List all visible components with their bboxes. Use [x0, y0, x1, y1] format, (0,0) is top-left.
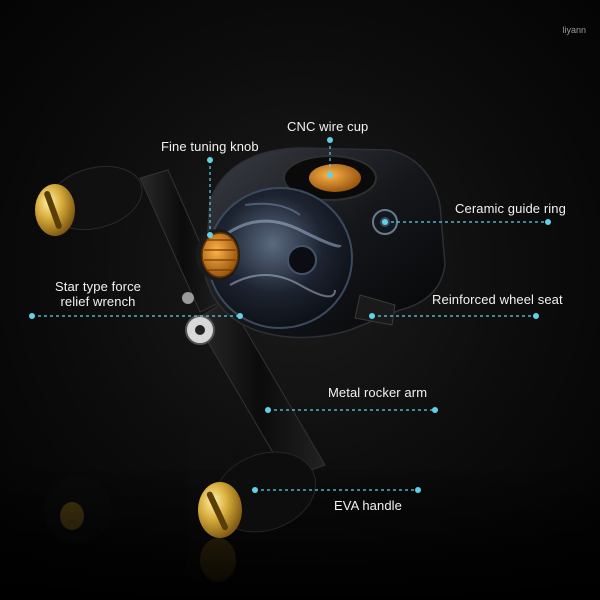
label-star-drag-line1: Star type force [54, 279, 142, 294]
label-eva-handle: EVA handle [334, 498, 402, 513]
upper-handle-knob [35, 165, 143, 236]
label-reinforced-wheel-seat: Reinforced wheel seat [432, 292, 563, 307]
label-star-drag-line2: relief wrench [60, 294, 136, 309]
watermark: liyann [562, 25, 586, 35]
label-star-drag: Star type force relief wrench [38, 279, 158, 309]
lower-handle-knob [198, 451, 317, 538]
label-ceramic-guide-ring: Ceramic guide ring [455, 201, 566, 216]
fine-tuning-knob-part [196, 229, 240, 281]
label-fine-tuning-knob: Fine tuning knob [161, 139, 259, 154]
label-metal-rocker-arm: Metal rocker arm [328, 385, 428, 400]
label-cnc-wire-cup: CNC wire cup [287, 119, 369, 134]
